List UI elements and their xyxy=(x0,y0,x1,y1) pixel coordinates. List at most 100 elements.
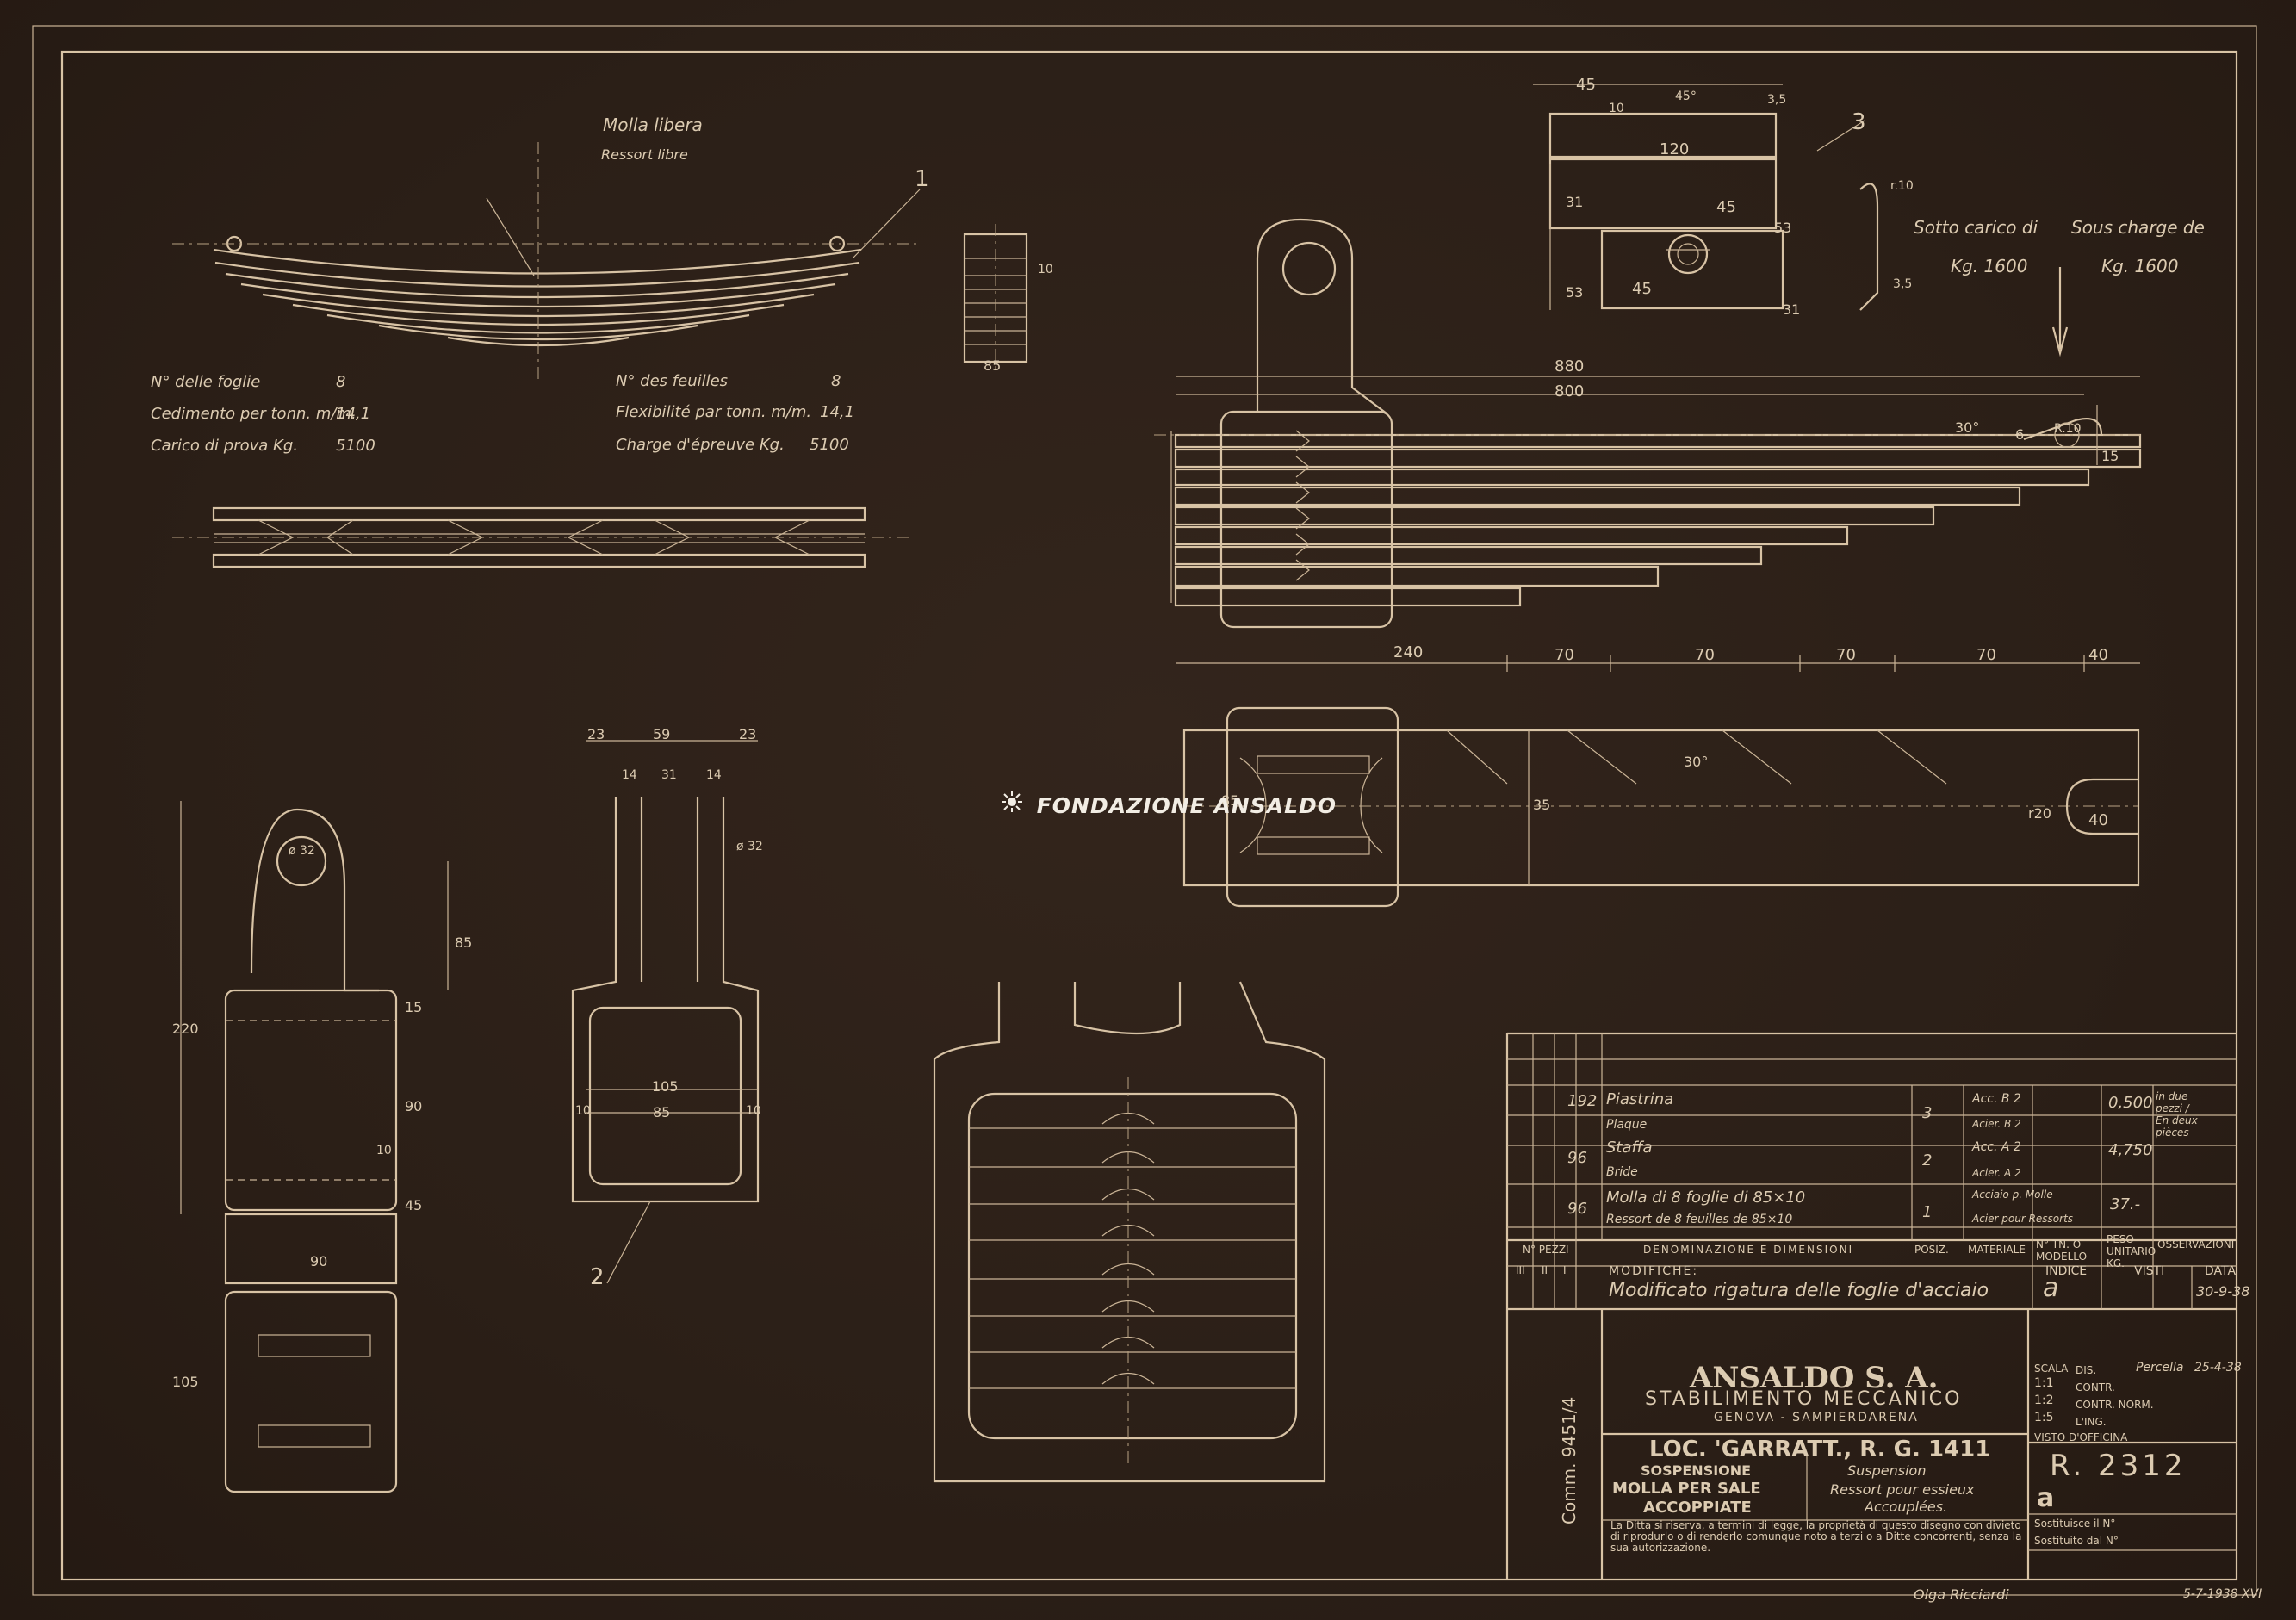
dim-45: 45 xyxy=(1576,76,1596,94)
row-mat-fr: Acier. A 2 xyxy=(1972,1167,2021,1179)
dim-105: 105 xyxy=(172,1374,199,1390)
row-qty: 96 xyxy=(1567,1149,1587,1167)
loaded-load-it: Kg. 1600 xyxy=(1951,256,2028,276)
outer-border xyxy=(32,25,2257,1596)
subject-fr-1: Suspension xyxy=(1847,1462,1927,1479)
row-qty: 96 xyxy=(1567,1200,1587,1218)
spec-fr-label: N° des feuilles xyxy=(616,372,729,390)
bridle-view xyxy=(571,740,760,1284)
dim-85: 85 xyxy=(653,1104,671,1120)
inner-border xyxy=(60,50,2238,1581)
dim-53: 53 xyxy=(1774,220,1792,236)
callout-1: 1 xyxy=(915,166,929,192)
visti-label: VISTI xyxy=(2134,1264,2165,1278)
hdr-modello: N° TN. O MODELLO xyxy=(2036,1238,2088,1263)
draftsman: Percella xyxy=(2136,1361,2184,1375)
dim-59: 59 xyxy=(653,726,671,742)
dim-r10: R.10 xyxy=(2054,422,2082,436)
row-pos: 3 xyxy=(1922,1104,1933,1122)
subject-fr-2: Ressort pour essieux xyxy=(1830,1481,1975,1498)
leaf-end-detail xyxy=(963,224,1028,370)
dim-r10: r.10 xyxy=(1890,179,1914,193)
dim-14: 14 xyxy=(622,768,637,782)
dim-10: 10 xyxy=(1609,102,1624,115)
main-side-view xyxy=(1154,218,2144,672)
modifiche-label: MODIFICHE: xyxy=(1609,1264,1699,1278)
dim-40: 40 xyxy=(2088,646,2108,664)
dim-70: 70 xyxy=(1695,646,1715,664)
dim-45: 45 xyxy=(1716,198,1736,216)
watermark-text: FONDAZIONE ANSALDO xyxy=(1036,793,1337,818)
dim-angle: 30° xyxy=(1955,419,1980,436)
hdr-roman-2: II xyxy=(1542,1264,1548,1276)
row-name-fr: Ressort de 8 feuilles de 85×10 xyxy=(1606,1213,1793,1226)
dim-120: 120 xyxy=(1660,140,1690,158)
dim-3-5: 3,5 xyxy=(1767,93,1787,107)
dim-800: 800 xyxy=(1554,382,1585,400)
archive-date: 5-7-1938 XVI xyxy=(2183,1587,2262,1601)
row-mat-it: Acc. A 2 xyxy=(1972,1140,2021,1154)
dim-14: 14 xyxy=(706,768,722,782)
role-dis: DIS. xyxy=(2076,1364,2097,1376)
dim-240: 240 xyxy=(1393,643,1424,661)
sostituisce: Sostituisce il N° xyxy=(2034,1518,2116,1530)
loaded-title-fr: Sous charge de xyxy=(2071,217,2205,238)
spec-it-value: 14,1 xyxy=(336,405,371,423)
drawing-number: R. 2312 xyxy=(2050,1449,2187,1483)
dim-10: 10 xyxy=(575,1104,591,1118)
plate-views xyxy=(180,801,449,1493)
hdr-roman-3: III xyxy=(1516,1264,1525,1276)
dim-10: 10 xyxy=(376,1144,392,1158)
spec-it-value: 8 xyxy=(336,373,346,391)
indice-label: INDICE xyxy=(2045,1264,2088,1278)
sostituito: Sostituito dal N° xyxy=(2034,1535,2119,1547)
dim-10: 10 xyxy=(1038,263,1053,276)
row-pos: 1 xyxy=(1922,1203,1933,1221)
subject-it-2: MOLLA PER SALE xyxy=(1612,1480,1761,1498)
plant-city: GENOVA - SAMPIERDARENA xyxy=(1714,1411,1919,1424)
row-mat-it: Acc. B 2 xyxy=(1972,1092,2021,1106)
section-view xyxy=(933,981,1326,1483)
draw-date: 25-4-38 xyxy=(2194,1361,2242,1375)
dim-45: 45 xyxy=(405,1197,423,1213)
row-name-fr: Plaque xyxy=(1606,1118,1648,1132)
scale-3: 1:5 xyxy=(2034,1411,2054,1424)
row-mat-it: Acciaio p. Molle xyxy=(1972,1189,2053,1201)
row-notes: in due pezzi / En deux pièces xyxy=(2156,1090,2198,1139)
dim-53: 53 xyxy=(1566,284,1584,301)
table-grid xyxy=(1505,1032,2237,1580)
spec-fr-label: Charge d'épreuve Kg. xyxy=(616,436,785,454)
subject-it-3: ACCOPPIATE xyxy=(1643,1499,1752,1517)
dim-90: 90 xyxy=(310,1253,328,1269)
spec-fr-value: 5100 xyxy=(810,436,849,454)
callout-3: 3 xyxy=(1852,109,1866,135)
dim-31: 31 xyxy=(1566,194,1584,210)
row-mat-fr: Acier pour Ressorts xyxy=(1972,1213,2074,1225)
dim-45deg: 45° xyxy=(1675,90,1697,103)
modifica-text: Modificato rigatura delle foglie d'accia… xyxy=(1609,1280,1989,1301)
scala-label: SCALA xyxy=(2034,1362,2069,1375)
dim-880: 880 xyxy=(1554,357,1585,376)
dim-85: 85 xyxy=(455,934,473,951)
dim-angle: 30° xyxy=(1684,754,1709,770)
spec-it-value: 5100 xyxy=(336,437,375,455)
spec-it-label: Carico di prova Kg. xyxy=(151,437,298,455)
hdr-peso: PESO UNITARIO KG. xyxy=(2107,1233,2156,1269)
dim-85: 85 xyxy=(984,357,1002,374)
visto-officina: VISTO D'OFFICINA xyxy=(2034,1431,2128,1443)
callout-2: 2 xyxy=(590,1264,605,1290)
spec-fr-value: 14,1 xyxy=(820,403,855,421)
legal-notice: La Ditta si riserva, a termini di legge,… xyxy=(1610,1519,2022,1554)
scale-1: 1:1 xyxy=(2034,1376,2054,1390)
dim-d32: ø 32 xyxy=(736,840,763,853)
data-label: DATA xyxy=(2205,1264,2237,1278)
scale-2: 1:2 xyxy=(2034,1393,2054,1407)
dim-105: 105 xyxy=(652,1078,679,1095)
dim-70: 70 xyxy=(1554,646,1574,664)
hdr-materiale: MATERIALE xyxy=(1968,1244,2026,1256)
dim-15: 15 xyxy=(405,999,423,1015)
dim-31: 31 xyxy=(661,768,677,782)
subject-fr-3: Accouplées. xyxy=(1865,1499,1948,1515)
